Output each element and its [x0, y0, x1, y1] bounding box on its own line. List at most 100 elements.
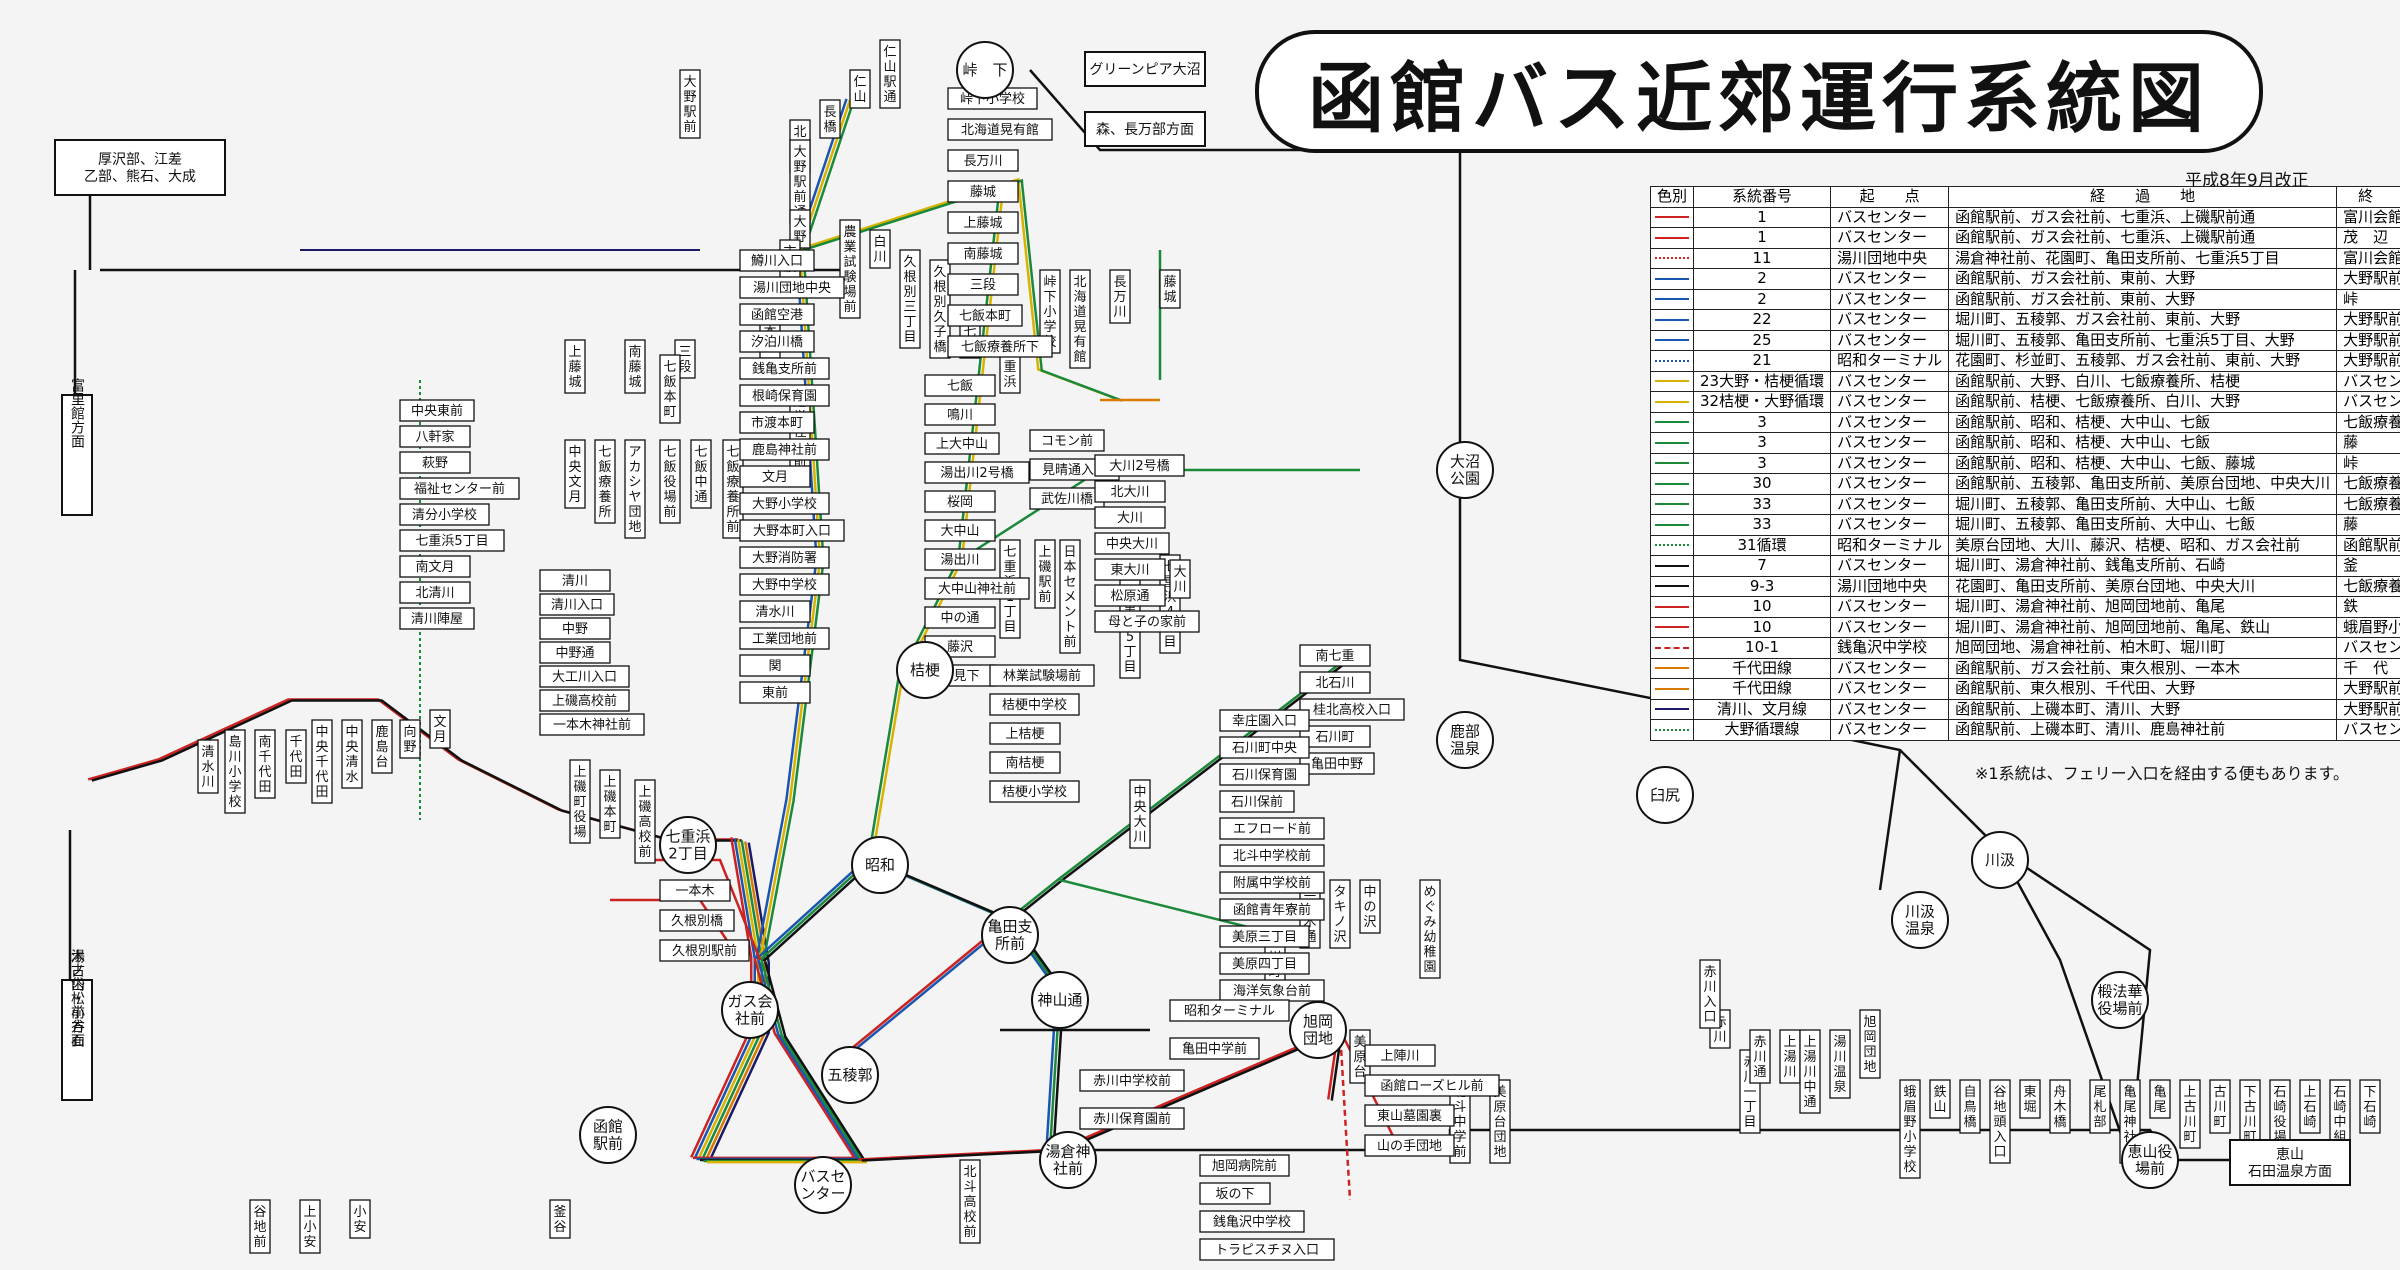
stop-box	[1359, 879, 1381, 934]
stop-label: 七	[663, 360, 676, 375]
hub-kawakumi: 川汲	[1971, 831, 2029, 889]
stop-label: 農	[843, 225, 856, 240]
stop-label: 根	[903, 270, 916, 285]
stop-box	[1109, 269, 1131, 324]
stop-h-61: 銭亀沢中学校	[1199, 1210, 1305, 1233]
stop-box	[1329, 879, 1351, 949]
hub-asahioka: 旭岡団地	[1289, 1001, 1347, 1059]
stop-box	[399, 425, 471, 448]
stop-65: 旭岡団地	[1859, 1009, 1881, 1079]
legend-via: 函館駅前、大野、白川、七飯療養所、桔梗	[1948, 370, 2338, 392]
stop-label: 城	[568, 375, 581, 390]
legend-terminus: 富川会館前	[2336, 206, 2400, 228]
stop-label: 上	[603, 775, 616, 790]
legend-route-number: 33	[1693, 514, 1832, 536]
stop-box	[197, 739, 219, 794]
stop-box	[399, 503, 490, 526]
stop-h-73: 大野本町入口	[739, 519, 845, 542]
stop-label: 上	[1803, 1035, 1816, 1050]
legend-terminus: 大野駅前	[2336, 329, 2400, 351]
stop-box	[659, 879, 731, 902]
stop-h-14: 大中山	[924, 519, 996, 542]
stop-box	[539, 689, 630, 712]
stop-label: 橋	[2053, 1115, 2066, 1130]
destination-box	[61, 979, 93, 1101]
hub-kamiyama: 神山通	[1031, 971, 1089, 1029]
legend-terminus: 茂 辺 地	[2336, 227, 2400, 249]
stop-h-53: 赤川中学校前	[1079, 1069, 1185, 1092]
stop-box	[564, 439, 586, 509]
hub-circle	[956, 41, 1014, 99]
stop-box	[1094, 506, 1166, 529]
stop-label: 段	[678, 360, 691, 375]
route-yukura	[858, 1027, 1340, 1161]
stop-label: 飯	[726, 460, 739, 475]
stop-39: 上磯高校前	[634, 779, 656, 864]
hub-label: 社前	[1053, 1160, 1083, 1178]
stop-box	[399, 555, 471, 578]
stop-label: 中	[1453, 1115, 1466, 1130]
legend-route-number: 2	[1693, 288, 1832, 310]
stop-label: 桜岡	[947, 495, 973, 510]
stop-h-88: 清川陣屋	[399, 607, 475, 630]
destination-label: 厚沢部、江差	[98, 152, 182, 168]
stop-label: 函館空港	[751, 308, 803, 323]
stop-label: 中野通	[555, 646, 594, 661]
stop-label: 崎	[2273, 1100, 2286, 1115]
stop-h-11: 上大中山	[924, 432, 1000, 455]
stop-label: 通	[1753, 1065, 1766, 1080]
stop-label: 前	[638, 844, 651, 860]
hub-circle	[579, 1106, 637, 1164]
stop-h-64: 湯川団地中央	[739, 276, 845, 299]
stop-h-34: 桔梗小学校	[989, 780, 1080, 803]
stop-label: 台	[375, 755, 388, 770]
stop-label: 養	[598, 489, 611, 505]
stop-label: 校	[228, 794, 241, 810]
stop-box	[739, 573, 830, 596]
hub-label: 温泉	[1450, 740, 1480, 758]
stop-h-43: 石川保前	[1219, 790, 1295, 813]
hub-label: 2丁目	[668, 845, 708, 863]
stop-18: 長万川	[1109, 269, 1131, 324]
stop-box	[924, 374, 996, 397]
hub-circle	[821, 1046, 879, 1104]
stop-label: 仁	[883, 45, 896, 60]
legend-color-swatch	[1649, 247, 1695, 269]
stop-box	[739, 303, 815, 326]
stop-label: 見晴通入口	[1042, 463, 1107, 478]
stop-h-80: 中央東前	[399, 399, 475, 422]
hub-circle	[981, 906, 1039, 964]
stop-label: 清水川	[755, 605, 794, 620]
stop-label: 飯	[598, 460, 611, 475]
legend-via: 函館駅前、ガス会社前、東久根別、一本木	[1948, 657, 2338, 679]
stop-label: エフロード前	[1233, 821, 1311, 837]
hub-label: 五稜郭	[827, 1066, 872, 1084]
hub-label: 温泉	[1905, 920, 1935, 938]
stop-box	[2049, 1079, 2071, 1134]
stop-label: 尾	[2153, 1100, 2166, 1115]
stop-label: 工業団地前	[752, 631, 817, 647]
stop-box	[1129, 779, 1151, 849]
stop-label: 磯	[573, 780, 586, 795]
hub-circle	[2091, 971, 2149, 1029]
destination-label: 森、長万部方面	[1096, 122, 1194, 138]
legend-terminus: 大野駅前	[2336, 698, 2400, 720]
hub-label: 湯倉神	[1045, 1143, 1090, 1161]
stop-h-35: 南七重	[1299, 644, 1371, 667]
legend-via: 函館駅前、ガス会社前、東前、大野	[1948, 268, 2338, 290]
stop-box	[924, 548, 996, 571]
stop-label: 福祉センター前	[414, 481, 505, 497]
stop-label: 石川保育園	[1232, 767, 1297, 783]
stop-box	[1199, 1238, 1335, 1261]
stop-label: 大	[1133, 815, 1146, 830]
stop-label: 央	[315, 740, 328, 755]
stop-label: 堀	[2023, 1100, 2036, 1115]
legend-via: 函館駅前、ガス会社前、東前、大野	[1948, 288, 2338, 310]
